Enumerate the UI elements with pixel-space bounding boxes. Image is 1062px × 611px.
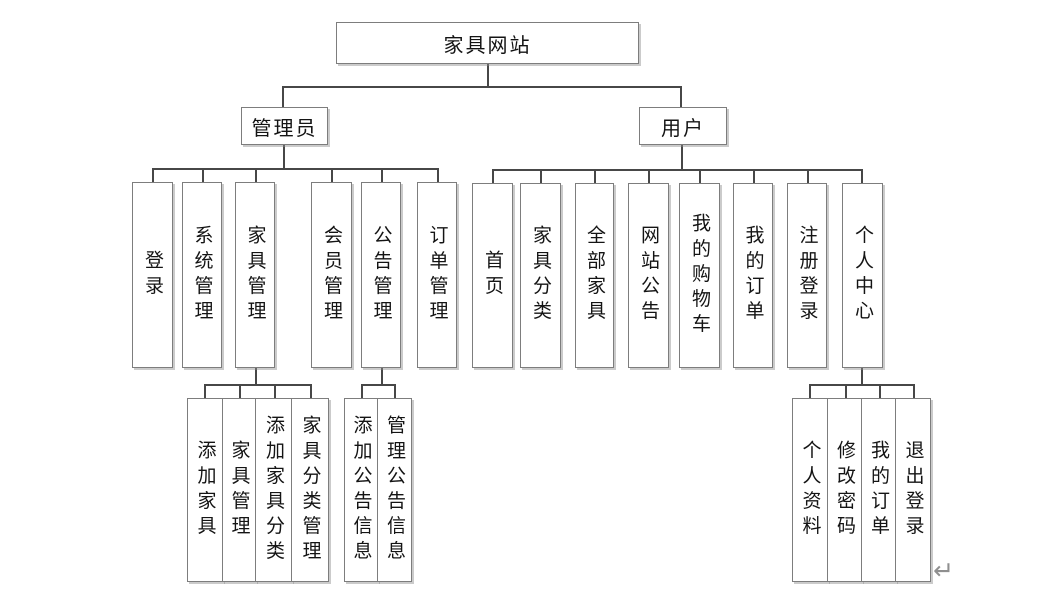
connector-stub [913, 384, 915, 398]
node-admin-label: 管理员 [251, 117, 318, 140]
connector-stub [845, 384, 847, 398]
node-my-cart-label: 我的购物车 [689, 212, 710, 339]
connector-stub [361, 384, 363, 398]
connector-furniture-mgmt-down [255, 368, 257, 384]
node-furniture-category-mgmt-label: 家具分类管理 [299, 414, 321, 566]
node-my-cart: 我的购物车 [679, 183, 720, 368]
node-home: 首页 [472, 183, 513, 368]
node-register-login: 注册登录 [787, 183, 827, 368]
node-user: 用户 [639, 107, 727, 145]
node-order-mgmt-label: 订单管理 [426, 224, 448, 326]
connector-root-down [487, 64, 489, 86]
node-register-login-label: 注册登录 [796, 225, 818, 326]
node-site-announcements: 网站公告 [628, 183, 669, 368]
paragraph-return-mark: ↵ [933, 556, 954, 585]
node-furniture-category: 家具分类 [520, 183, 561, 368]
node-root: 家具网站 [336, 22, 639, 64]
node-furniture-mgmt: 家具管理 [235, 182, 275, 368]
node-manage-announcement-label: 管理公告信息 [384, 414, 405, 566]
node-my-orders-sub: 我的订单 [861, 398, 896, 582]
connector-stub [239, 384, 241, 398]
node-my-orders-label: 我的订单 [742, 225, 764, 326]
connector-announcement-mgmt-down [381, 368, 383, 384]
connector-stub [202, 168, 204, 182]
connector-personal-center-down [861, 368, 863, 384]
node-root-label: 家具网站 [443, 34, 532, 57]
connector-stub [204, 384, 206, 398]
node-member-mgmt-label: 会员管理 [321, 224, 342, 326]
connector-stub [492, 169, 494, 183]
node-furniture-category-label: 家具分类 [530, 225, 551, 326]
node-furniture-manage-label: 家具管理 [228, 439, 250, 541]
connector-stub [879, 384, 881, 398]
connector-stub [394, 384, 396, 398]
node-add-furniture-label: 添加家具 [194, 439, 216, 541]
node-system-mgmt: 系统管理 [182, 182, 222, 368]
connector-stub [807, 169, 809, 183]
node-change-password-label: 修改密码 [834, 439, 855, 541]
node-add-furniture-category: 添加家具分类 [255, 398, 292, 582]
connector-stub [331, 168, 333, 182]
node-login: 登录 [132, 182, 173, 368]
node-user-label: 用户 [661, 117, 705, 140]
node-announcement-mgmt: 公告管理 [361, 182, 401, 368]
node-login-label: 登录 [142, 249, 163, 301]
connector-stub [699, 169, 701, 183]
connector-announcement-sub-horizontal [361, 384, 395, 386]
connector-stub [809, 384, 811, 398]
connector-to-user [680, 86, 682, 107]
connector-personal-sub-horizontal [809, 384, 913, 386]
node-add-announcement-label: 添加公告信息 [350, 414, 372, 566]
node-site-announcements-label: 网站公告 [638, 225, 659, 326]
node-manage-announcement: 管理公告信息 [377, 398, 412, 582]
connector-stub [152, 168, 154, 182]
connector-furniture-sub-horizontal [204, 384, 311, 386]
connector-user-children-horizontal [492, 169, 862, 171]
connector-admin-children-horizontal [152, 168, 438, 170]
connector-stub [274, 384, 276, 398]
node-furniture-mgmt-label: 家具管理 [244, 224, 266, 326]
node-logout-label: 退出登录 [902, 439, 924, 541]
connector-stub [381, 168, 383, 182]
node-furniture-category-mgmt: 家具分类管理 [291, 398, 329, 582]
node-personal-center-label: 个人中心 [852, 225, 873, 326]
node-personal-profile-label: 个人资料 [799, 439, 821, 541]
node-add-furniture: 添加家具 [187, 398, 223, 582]
connector-admin-down [283, 145, 285, 168]
connector-user-down [681, 145, 683, 169]
connector-level2-horizontal [282, 86, 681, 88]
node-change-password: 修改密码 [827, 398, 862, 582]
node-all-furniture: 全部家具 [575, 183, 614, 368]
connector-to-admin [282, 86, 284, 107]
connector-stub [540, 169, 542, 183]
node-system-mgmt-label: 系统管理 [191, 224, 213, 326]
node-logout: 退出登录 [895, 398, 931, 582]
node-personal-profile: 个人资料 [792, 398, 828, 582]
node-order-mgmt: 订单管理 [417, 182, 457, 368]
node-home-label: 首页 [482, 250, 503, 301]
node-admin: 管理员 [241, 107, 328, 145]
node-furniture-manage: 家具管理 [222, 398, 256, 582]
connector-stub [861, 169, 863, 183]
node-my-orders: 我的订单 [733, 183, 773, 368]
node-member-mgmt: 会员管理 [311, 182, 352, 368]
connector-stub [255, 168, 257, 182]
node-announcement-mgmt-label: 公告管理 [370, 224, 392, 326]
node-all-furniture-label: 全部家具 [584, 225, 605, 326]
connector-stub [753, 169, 755, 183]
connector-stub [310, 384, 312, 398]
connector-stub [594, 169, 596, 183]
node-add-announcement: 添加公告信息 [344, 398, 378, 582]
node-my-orders-sub-label: 我的订单 [868, 439, 889, 541]
node-add-furniture-category-label: 添加家具分类 [263, 414, 284, 566]
connector-stub [648, 169, 650, 183]
connector-stub [437, 168, 439, 182]
node-personal-center: 个人中心 [842, 183, 883, 368]
